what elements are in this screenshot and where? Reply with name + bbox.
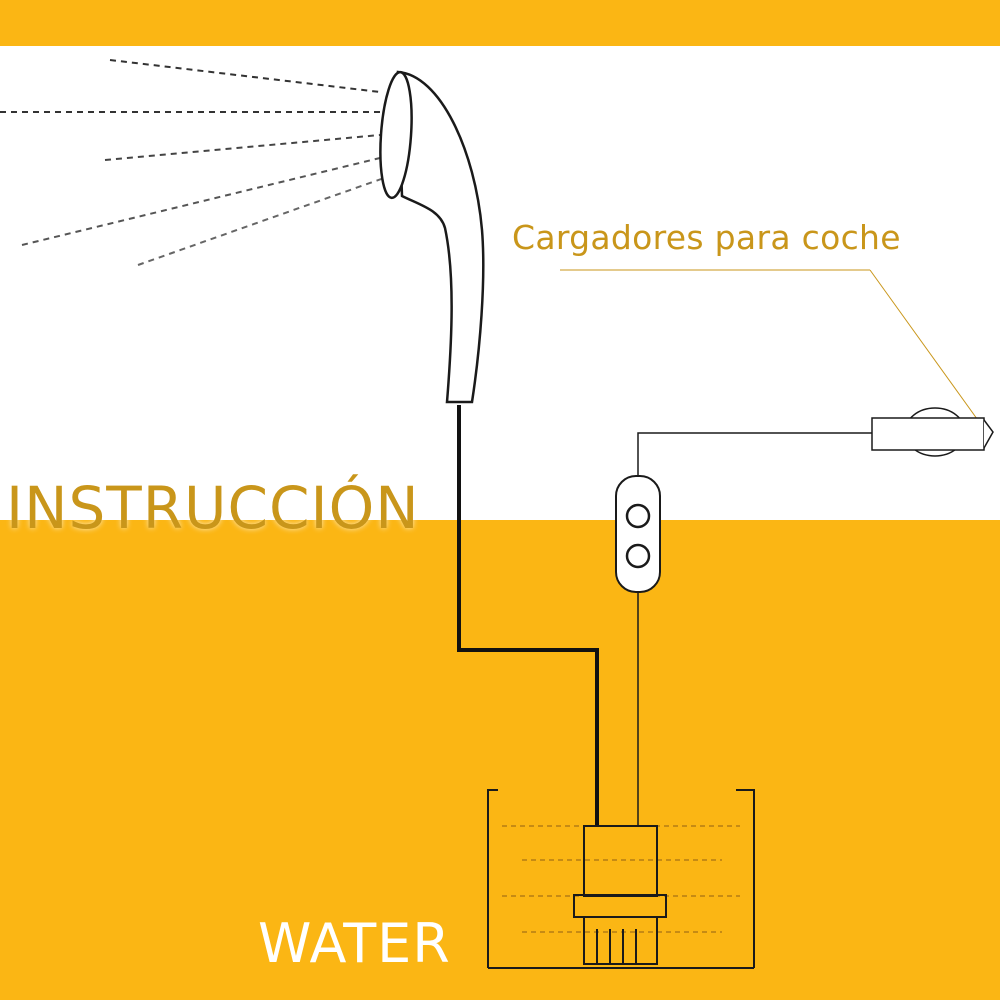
spray-line [21,157,381,246]
spray-line [109,59,381,93]
water-hose [457,405,599,826]
spray-lines [0,59,385,266]
spray-line [137,177,385,266]
shower-head-icon [379,70,485,404]
water-tank-icon [487,789,755,969]
submersible-pump-icon [573,825,667,965]
car-charger-plug-icon [871,407,994,457]
bottom-yellow-band [0,520,1000,1000]
pump-body [583,825,658,897]
water-label: WATER [258,912,451,975]
tank-left-wall [487,789,498,968]
charger-cable [637,432,872,476]
plug-tip [983,419,994,449]
switch-body [615,475,661,593]
white-background-band [0,46,1000,520]
switch-button-top [625,503,651,529]
switch-icon [615,475,661,593]
shower-handle [396,70,485,404]
pump-flange [573,894,667,918]
charger-callout-line [869,269,986,431]
shower-face [379,70,413,200]
pump-filter [583,916,658,965]
spray-line [104,134,381,161]
charger-label: Cargadores para coche [512,218,901,257]
plug-body [871,417,985,451]
switch-button-bottom [625,543,651,569]
instruction-heading: INSTRUCCIÓN [6,474,420,542]
top-yellow-band [0,0,1000,46]
tank-right-wall [736,789,755,968]
